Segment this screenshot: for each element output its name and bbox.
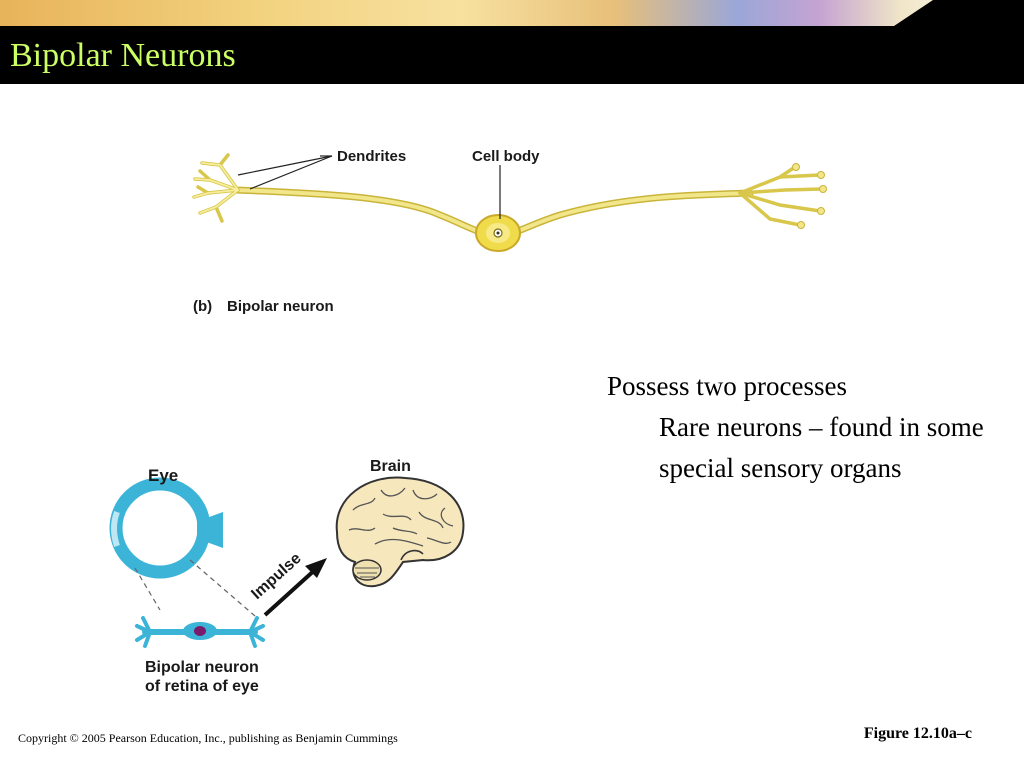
bullet-possess-two-processes: Possess two processes xyxy=(607,371,847,401)
label-leader-lines xyxy=(237,155,501,219)
cell-body-label: Cell body xyxy=(472,148,540,165)
bullet-rare-neurons: Rare neurons – found in some special sen… xyxy=(659,412,984,483)
title-bar: Bipolar Neurons xyxy=(0,26,1024,84)
neuron-illustration xyxy=(192,153,827,252)
copyright-text: Copyright © 2005 Pearson Education, Inc.… xyxy=(18,731,398,745)
eye-brain-diagram: Bipolar neuron of retina of eye Eye Impu… xyxy=(109,458,465,695)
caption-text: Bipolar neuron xyxy=(227,298,334,315)
brain-illustration xyxy=(335,476,465,588)
dendrites-label: Dendrites xyxy=(337,148,406,165)
figure-reference: Figure 12.10a–c xyxy=(863,725,972,742)
impulse-label: Impulse xyxy=(248,550,304,603)
slide-title: Bipolar Neurons xyxy=(10,37,236,74)
eye-label: Eye xyxy=(148,466,178,485)
retina-label-line2: of retina of eye xyxy=(145,678,259,695)
retina-label-line1: Bipolar neuron xyxy=(145,659,259,676)
eye-illustration xyxy=(109,477,223,579)
retina-neuron-illustration xyxy=(135,616,265,648)
brain-label: Brain xyxy=(370,458,411,475)
decorative-top-strip xyxy=(0,0,1024,26)
impulse-arrow xyxy=(263,558,327,617)
bipolar-neuron-diagram: Dendrites Cell body (b) Bipolar neuron xyxy=(192,148,827,315)
body-text: Possess two processes Rare neurons – fou… xyxy=(607,366,1007,489)
caption-letter: (b) xyxy=(193,298,212,315)
